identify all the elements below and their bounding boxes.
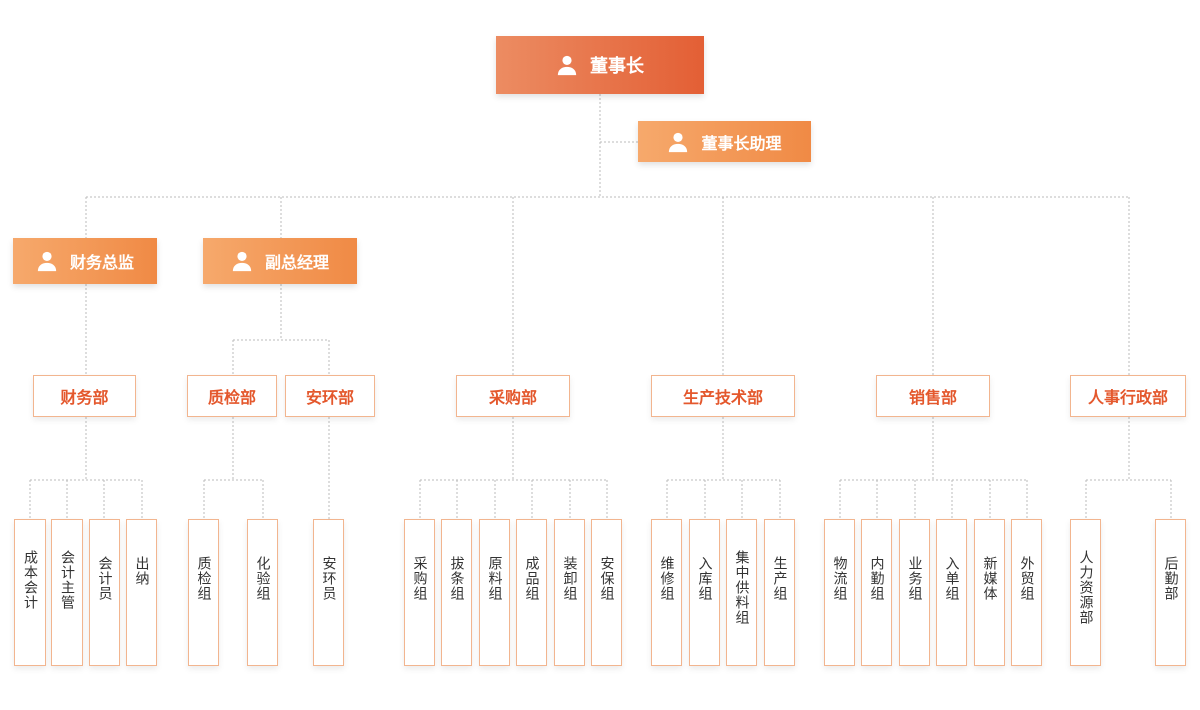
dept-label: 采购部 [488,388,537,407]
group-label: 后勤部 [1162,556,1179,601]
group-box[interactable]: 会计主管 [51,519,83,666]
group-box[interactable]: 会计员 [89,519,120,666]
group-label: 生产组 [771,556,788,601]
group-box[interactable]: 采购组 [404,519,435,666]
group-label: 业务组 [906,556,923,601]
group-box[interactable]: 化验组 [247,519,278,666]
dept-label: 生产技术部 [682,388,763,407]
person-icon [232,251,252,272]
chairman-node[interactable]: 董事长 [496,36,704,94]
group-box[interactable]: 出纳 [126,519,157,666]
group-label: 新媒体 [981,556,998,601]
group-label: 安环员 [320,556,337,601]
group-box[interactable]: 安环员 [313,519,344,666]
chairman-label: 董事长 [590,56,644,77]
dept-label: 质检部 [207,388,256,407]
assistant-label: 董事长助理 [701,133,782,153]
person-icon [37,251,57,272]
group-label: 拔条组 [448,556,465,601]
group-box[interactable]: 业务组 [899,519,930,666]
group-label: 安保组 [598,556,615,601]
dept-label: 人事行政部 [1087,388,1168,407]
group-label: 成品组 [523,556,540,601]
group-label: 人力资源部 [1077,550,1094,625]
group-label: 质检组 [195,556,212,601]
group-box[interactable]: 人力资源部 [1070,519,1101,666]
group-box[interactable]: 成本会计 [14,519,46,666]
vice-gm-label: 副总经理 [264,253,329,272]
assistant-node[interactable]: 董事长助理 [638,121,811,162]
group-box[interactable]: 成品组 [516,519,547,666]
dept-safety-env[interactable]: 安环部 [285,375,375,417]
group-label: 入库组 [696,556,713,601]
dept-label: 安环部 [305,388,354,407]
group-box[interactable]: 外贸组 [1011,519,1042,666]
group-box[interactable]: 拔条组 [441,519,472,666]
group-label: 集中供料组 [733,550,750,625]
group-label: 化验组 [254,556,271,601]
group-label: 入单组 [943,556,960,601]
group-box[interactable]: 装卸组 [554,519,585,666]
finance-director-node[interactable]: 财务总监 [13,238,157,284]
dept-label: 财务部 [60,388,109,407]
group-box[interactable]: 内勤组 [861,519,892,666]
group-box[interactable]: 入单组 [936,519,967,666]
group-label: 原料组 [486,556,503,601]
group-label: 物流组 [831,556,848,601]
group-label: 会计员 [96,556,113,601]
group-label: 会计主管 [59,550,75,610]
group-label: 出纳 [133,556,150,586]
group-box[interactable]: 维修组 [651,519,682,666]
group-box[interactable]: 安保组 [591,519,622,666]
finance-director-label: 财务总监 [69,253,134,272]
group-box[interactable]: 入库组 [689,519,720,666]
dept-finance[interactable]: 财务部 [33,375,136,417]
group-box[interactable]: 新媒体 [974,519,1005,666]
group-box[interactable]: 质检组 [188,519,219,666]
person-icon [557,55,577,76]
group-box[interactable]: 物流组 [824,519,855,666]
person-icon [669,132,688,152]
group-box[interactable]: 生产组 [764,519,795,666]
dept-label: 销售部 [908,388,957,407]
dept-sales[interactable]: 销售部 [876,375,990,417]
group-label: 采购组 [411,556,428,601]
group-label: 装卸组 [561,556,578,601]
group-box[interactable]: 后勤部 [1155,519,1186,666]
group-label: 外贸组 [1018,556,1035,601]
dept-production[interactable]: 生产技术部 [651,375,795,417]
vice-gm-node[interactable]: 副总经理 [203,238,357,284]
dept-purchasing[interactable]: 采购部 [456,375,570,417]
group-label: 成本会计 [22,550,38,610]
dept-quality[interactable]: 质检部 [187,375,277,417]
group-label: 维修组 [658,556,675,601]
group-box[interactable]: 原料组 [479,519,510,666]
group-label: 内勤组 [868,556,885,601]
group-box[interactable]: 集中供料组 [726,519,757,666]
dept-hr-admin[interactable]: 人事行政部 [1070,375,1186,417]
